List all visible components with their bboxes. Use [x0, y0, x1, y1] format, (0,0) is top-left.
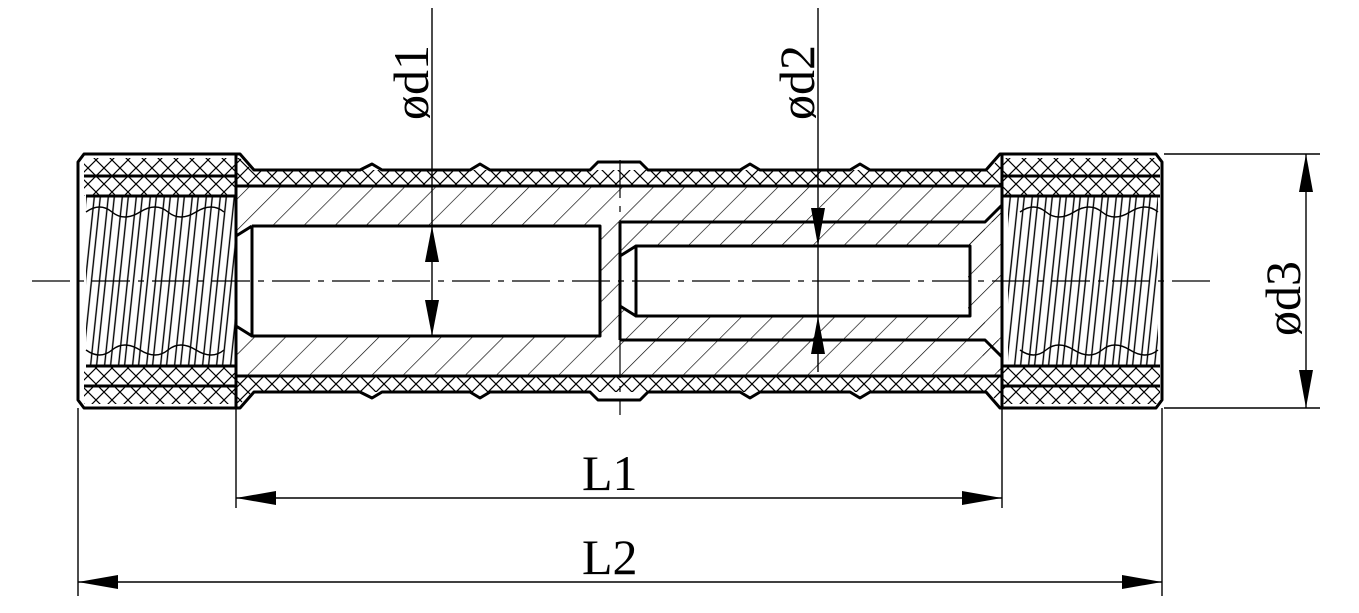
label-L1: L1	[582, 445, 638, 501]
center-lines	[32, 160, 1210, 415]
hatched-body	[236, 186, 1002, 376]
dimension-d3: ød3	[1164, 153, 1320, 409]
label-d2: ød2	[769, 45, 825, 120]
dimension-L1: L1	[235, 408, 1003, 508]
label-d1: ød1	[383, 45, 439, 120]
dimension-d2: ød2	[769, 8, 825, 372]
crosshatch-sleeve	[84, 158, 1160, 404]
label-L2: L2	[582, 529, 638, 585]
label-d3: ød3	[1255, 261, 1311, 336]
dimension-d1: ød1	[383, 8, 439, 336]
dimension-L2: L2	[77, 408, 1163, 596]
